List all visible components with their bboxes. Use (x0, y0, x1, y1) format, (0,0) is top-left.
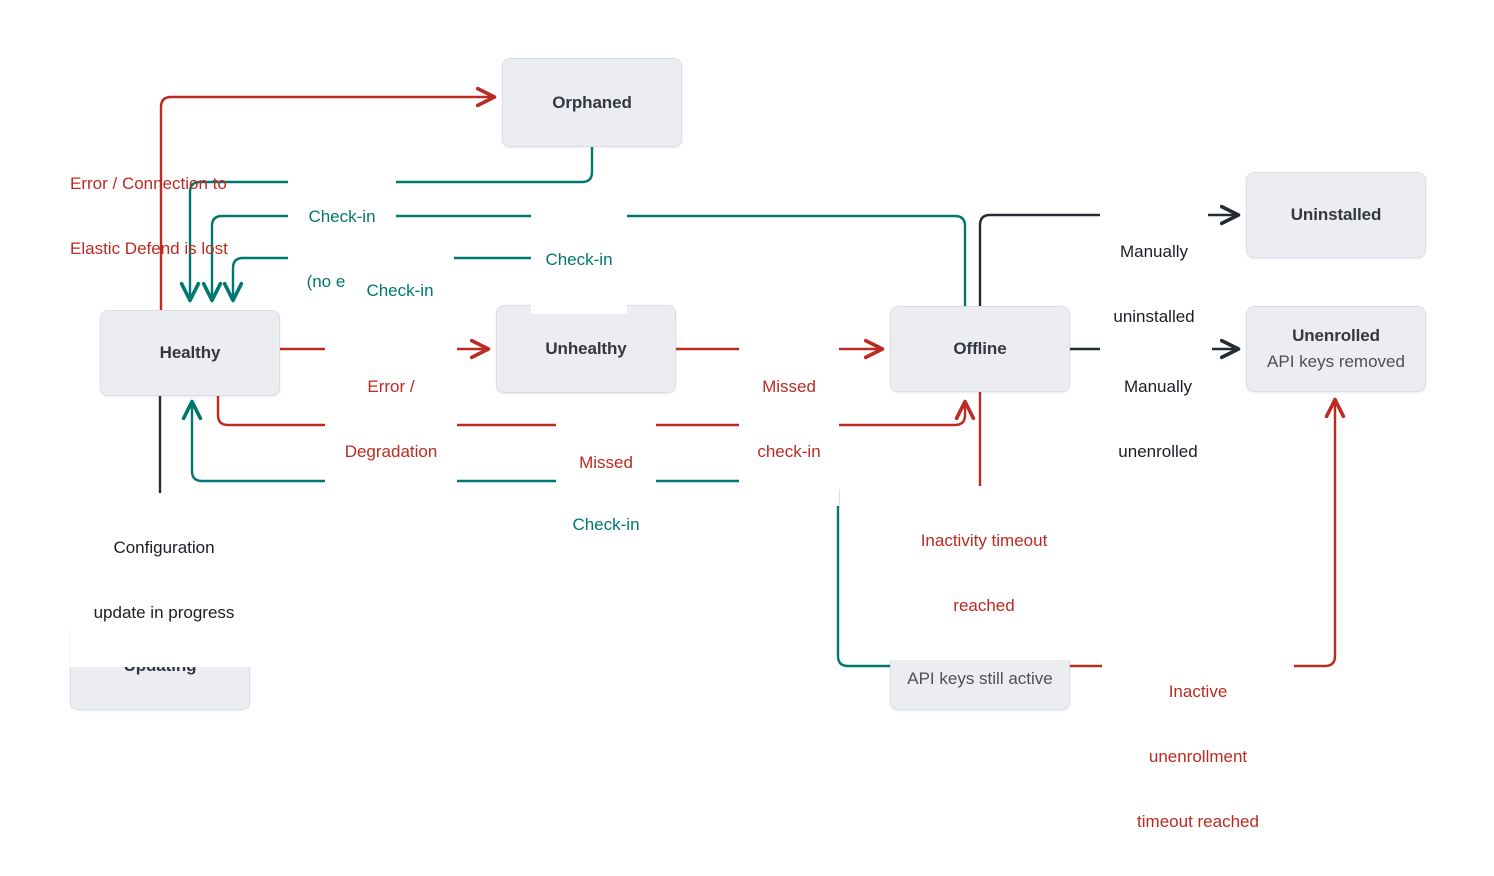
node-unhealthy[interactable]: Unhealthy (496, 305, 676, 393)
edge-label-configuration-update: Configuration update in progress (70, 493, 258, 667)
node-offline[interactable]: Offline (890, 306, 1070, 392)
edge-label-error-connection-lost: Error / Connection to Elastic Defend is … (70, 173, 228, 258)
node-orphaned[interactable]: Orphaned (502, 58, 682, 147)
node-healthy-title: Healthy (159, 343, 221, 363)
edge-label-checkin-mid: Check-in (531, 205, 627, 314)
edge-label-error-degradation: Error / Degradation (325, 332, 457, 506)
edge-label-manually-unenrolled: Manually unenrolled (1104, 332, 1212, 506)
node-unenrolled[interactable]: Unenrolled API keys removed (1246, 306, 1426, 392)
edge-label-inactive-unenrollment: Inactive unenrollment timeout reached (1102, 637, 1294, 876)
edge-label-missed-checkin-upper: Missed check-in (739, 332, 839, 506)
node-uninstalled[interactable]: Uninstalled (1246, 172, 1426, 258)
edge-inactive-to-unenrolled (1070, 400, 1335, 668)
node-unenrolled-title: Unenrolled (1292, 326, 1380, 346)
node-unhealthy-title: Unhealthy (545, 339, 627, 359)
node-inactive-subtitle: API keys still active (907, 668, 1053, 688)
node-uninstalled-title: Uninstalled (1290, 205, 1382, 225)
edge-healthy-to-orphaned (159, 97, 494, 310)
state-diagram-canvas: Orphaned Healthy Unhealthy Offline Unins… (70, 58, 1426, 831)
node-healthy[interactable]: Healthy (100, 310, 280, 396)
edge-label-checkin-bottom: Check-in (558, 470, 654, 579)
node-orphaned-title: Orphaned (552, 92, 632, 112)
node-offline-title: Offline (953, 339, 1007, 359)
edge-label-inactivity-timeout: Inactivity timeout reached (888, 486, 1080, 660)
edge-offline-to-uninstalled (978, 215, 1238, 306)
node-unenrolled-subtitle: API keys removed (1267, 351, 1405, 371)
